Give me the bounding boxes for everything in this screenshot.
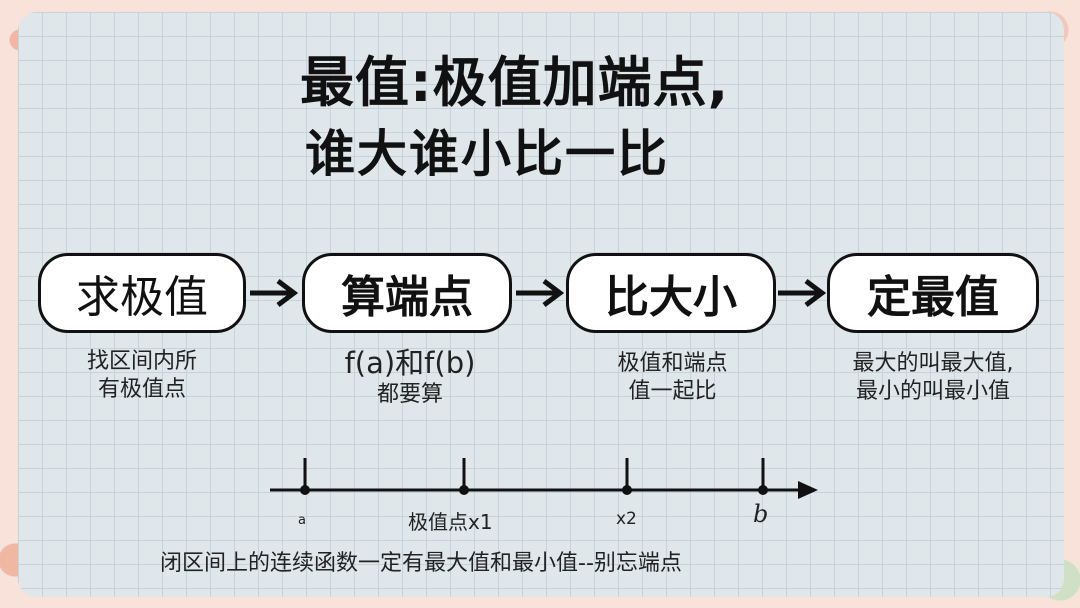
point-x2 — [622, 485, 632, 495]
step-box-compute-endpoints: 算端点 — [302, 253, 512, 333]
point-label-b: b — [753, 500, 769, 528]
step-box-compare: 比大小 — [566, 253, 776, 333]
right-arrow-icon — [250, 279, 299, 307]
note-line: 极值和端点 — [617, 351, 728, 376]
step-box-find-extrema: 求极值 — [38, 253, 246, 333]
step-note-4: 最大的叫最大值, 最小的叫最小值 — [808, 350, 1058, 405]
note-line: 都要算 — [376, 382, 443, 408]
step-note-2: f(a)和f(b) 都要算 — [305, 345, 515, 409]
right-arrow-icon — [778, 279, 827, 307]
step-label: 求极值 — [76, 272, 208, 323]
note-line: f(a)和f(b) — [344, 346, 476, 380]
point-x1 — [459, 485, 469, 495]
step-label: 定最值 — [867, 272, 999, 323]
step-note-3: 极值和端点 值一起比 — [570, 350, 775, 405]
right-arrow-icon — [516, 279, 565, 307]
step-label: 算端点 — [341, 272, 473, 323]
footer-note: 闭区间上的连续函数一定有最大值和最小值--别忘端点 — [160, 551, 682, 576]
point-label-x2: x2 — [616, 509, 637, 529]
note-line: 最小的叫最小值 — [855, 378, 1010, 404]
step-note-1: 找区间内所 有极值点 — [42, 348, 242, 403]
point-a — [300, 485, 310, 495]
note-line: 最大的叫最大值, — [852, 351, 1014, 376]
axis-arrowhead — [798, 481, 818, 499]
step-box-determine-extreme: 定最值 — [827, 253, 1039, 333]
note-line: 值一起比 — [628, 378, 717, 404]
point-b — [758, 485, 768, 495]
note-line: 有极值点 — [97, 376, 186, 402]
note-line: 找区间内所 — [86, 349, 197, 374]
point-label-a: a — [298, 513, 306, 528]
point-label-x1: 极值点x1 — [408, 510, 493, 534]
title-line-2: 谁大谁小比一比 — [305, 125, 669, 183]
step-label: 比大小 — [605, 272, 737, 323]
title-line-1: 最值:极值加端点, — [300, 51, 730, 114]
